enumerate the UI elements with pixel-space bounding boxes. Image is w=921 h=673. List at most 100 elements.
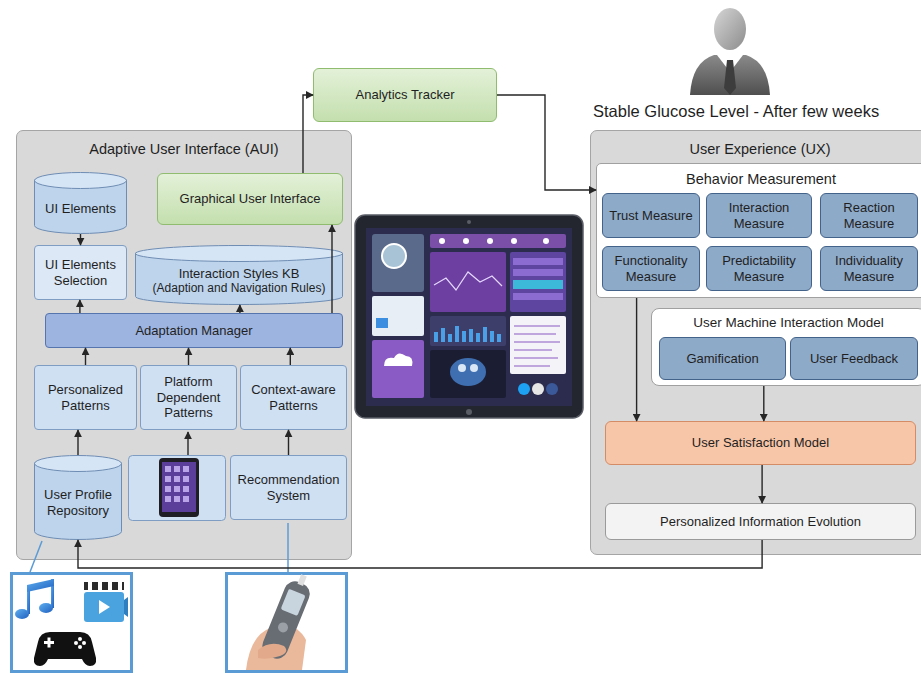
measure-box: Functionality Measure: [602, 246, 700, 291]
box-label: UI Elements Selection: [39, 257, 122, 288]
flow-arrow: [80, 234, 81, 245]
flow-arrow: [763, 386, 764, 421]
evolution-box: Personalized Information Evolution: [605, 503, 916, 540]
flow-arrow: [188, 348, 189, 365]
box-label: Personalized Patterns: [39, 382, 132, 413]
database-cylinder: User Profile Repository: [34, 455, 122, 540]
gui-box: Graphical User Interface: [157, 173, 343, 225]
text-wrap: Context-aware Patterns: [241, 366, 346, 429]
flow-arrow: [79, 300, 80, 313]
text-wrap: Platform Dependent Patterns: [141, 366, 236, 429]
database-cylinder: Interaction Styles KB(Adaption and Navig…: [135, 245, 343, 305]
box-label: Individuality Measure: [825, 253, 913, 284]
measurement-group: Behavior MeasurementTrust Measure Interac…: [596, 163, 921, 298]
text-wrap: Interaction Styles KB(Adaption and Navig…: [135, 245, 343, 305]
manager-bar: Adaptation Manager: [45, 313, 343, 348]
text-wrap: Analytics Tracker: [314, 69, 496, 121]
glucose-meter-icon: [227, 523, 347, 672]
recommender-box: Recommendation System: [230, 455, 347, 520]
text-wrap: Gamification: [660, 338, 785, 379]
box-label: Predictability Measure: [711, 253, 807, 284]
text-wrap: Personalized Patterns: [35, 366, 136, 429]
selection-box: UI Elements Selection: [34, 245, 127, 300]
box-label: Graphical User Interface: [162, 191, 338, 207]
box-label: Recommendation System: [235, 472, 342, 503]
text-wrap: Adaptation Manager: [46, 314, 342, 347]
box-label: Adaptation Manager: [50, 323, 338, 339]
flow-arrow: [636, 298, 637, 421]
cylinder-top: [136, 246, 343, 262]
flow-arrow: [85, 348, 86, 365]
box-label: (Adaption and Navigation Rules): [139, 281, 339, 295]
text-wrap: Functionality Measure: [603, 247, 699, 290]
group-heading: User Experience (UX): [591, 131, 921, 158]
text-wrap: Interaction Measure: [707, 194, 811, 237]
text-wrap: Recommendation System: [231, 456, 346, 519]
pattern-box: Personalized Patterns: [34, 365, 137, 430]
box-label: Interaction Styles KB: [139, 266, 339, 282]
text-wrap: Graphical User Interface: [158, 174, 342, 224]
flow-arrow: [331, 225, 332, 313]
box-label: User Satisfaction Model: [610, 435, 911, 451]
text-wrap: Individuality Measure: [821, 247, 917, 290]
satisfaction-box: User Satisfaction Model: [605, 421, 916, 465]
flow-arrow: [290, 348, 291, 365]
text-wrap: User Satisfaction Model: [606, 422, 915, 464]
text-wrap: Predictability Measure: [707, 247, 811, 290]
pattern-box: Context-aware Patterns: [240, 365, 347, 430]
group-heading: Adaptive User Interface (AUI): [17, 131, 351, 158]
tracker-box: Analytics Tracker: [313, 68, 497, 122]
box-label: Functionality Measure: [607, 253, 695, 284]
measure-box: Trust Measure: [602, 193, 700, 238]
flow-arrow: [288, 430, 289, 455]
model-box: Gamification: [659, 337, 786, 380]
group-heading: Behavior Measurement: [597, 164, 921, 188]
box-label: Personalized Information Evolution: [610, 514, 911, 530]
caption-holder: Stable Glucose Level - After few weeks: [593, 102, 918, 122]
flow-arrow: [303, 95, 313, 173]
box-label: UI Elements: [38, 201, 123, 217]
cylinder-top: [35, 173, 127, 189]
flow-arrow: [239, 305, 240, 313]
box-label: Analytics Tracker: [318, 87, 492, 103]
measure-box: Individuality Measure: [820, 246, 918, 291]
text-wrap: Personalized Information Evolution: [606, 504, 915, 539]
tablet-illustration: [355, 215, 583, 418]
box-label: Reaction Measure: [825, 200, 913, 231]
database-cylinder: UI Elements: [34, 172, 127, 234]
model-box: User Feedback: [790, 337, 918, 380]
person-icon: [690, 8, 770, 95]
measure-box: Predictability Measure: [706, 246, 812, 291]
pattern-box: Platform Dependent Patterns: [140, 365, 237, 430]
text-wrap: UI Elements Selection: [35, 246, 126, 299]
flow-arrow: [78, 540, 762, 568]
text-wrap: Reaction Measure: [821, 194, 917, 237]
group-heading: User Machine Interaction Model: [652, 309, 921, 331]
box-label: Context-aware Patterns: [245, 382, 342, 413]
model-group: User Machine Interaction ModelGamificati…: [651, 308, 921, 386]
ux-panel: User Experience (UX) Behavior Measurement…: [590, 130, 921, 555]
text-wrap: User Profile Repository: [34, 455, 122, 540]
flow-arrow: [77, 430, 78, 455]
box-label: User Profile Repository: [38, 487, 118, 518]
measure-box: Interaction Measure: [706, 193, 812, 238]
device-box: [129, 432, 226, 521]
text-wrap: Trust Measure: [603, 194, 699, 237]
aui-panel: Adaptive User Interface (AUI) UI Elements…: [16, 130, 352, 560]
flow-arrow: [761, 465, 762, 503]
cylinder-body: [35, 463, 122, 539]
box-label: Gamification: [664, 351, 781, 367]
cylinder-top: [35, 456, 122, 472]
status-label: Stable Glucose Level - After few weeks: [593, 102, 918, 122]
flow-arrow: [497, 95, 596, 190]
measure-box: Reaction Measure: [820, 193, 918, 238]
media-icons: [12, 541, 132, 672]
text-wrap: UI Elements: [34, 172, 127, 234]
box-label: User Feedback: [795, 351, 913, 367]
box-label: Platform Dependent Patterns: [145, 374, 232, 421]
box-label: Trust Measure: [607, 208, 695, 224]
text-wrap: User Feedback: [791, 338, 917, 379]
box-label: Interaction Measure: [711, 200, 807, 231]
